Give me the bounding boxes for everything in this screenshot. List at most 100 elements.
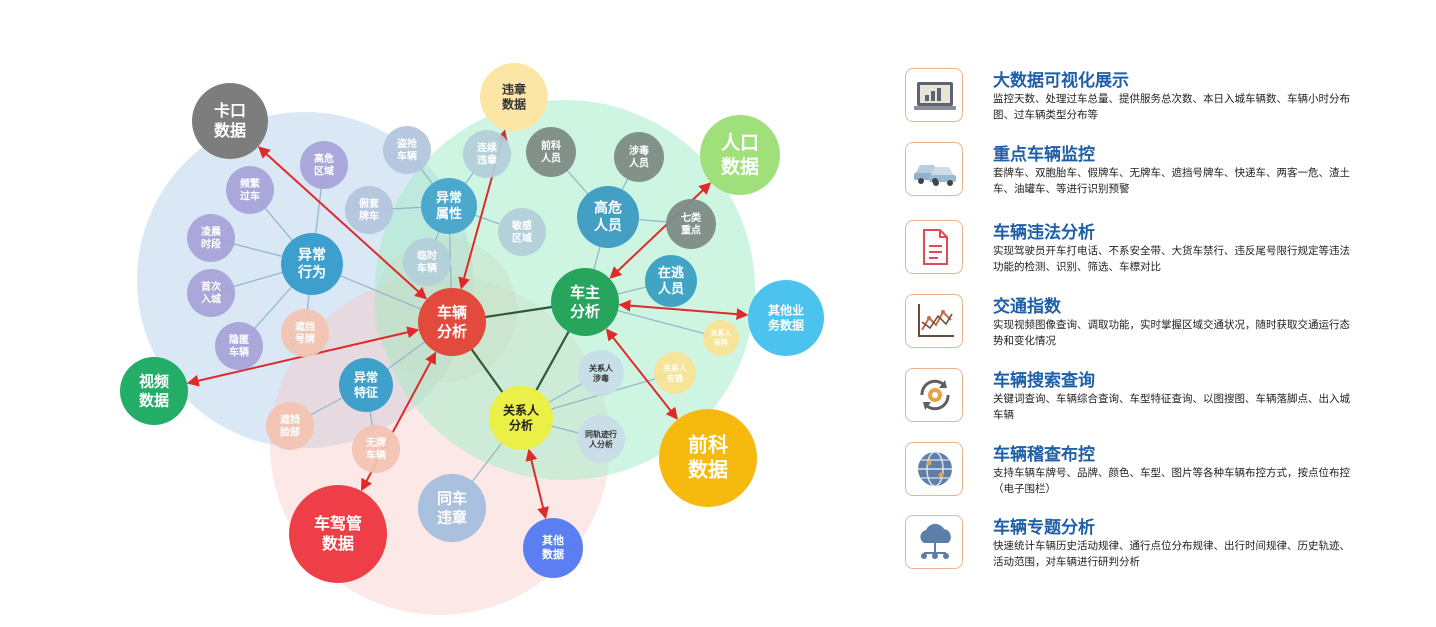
cat-abnormal-behavior-label: 异常行为 [297, 246, 326, 281]
leaf-relation-drug-circle [578, 350, 624, 396]
leaf-hidden-label: 隐匿车辆 [229, 333, 249, 359]
feature-item: 车辆专题分析快速统计车辆历史活动规律、通行点位分布规律、出行时间规律、历史轨迹、… [905, 513, 1425, 583]
hub-vehicle-label: 车辆分析 [437, 303, 467, 340]
leaf-first-entry: 首次入城 [187, 269, 235, 317]
leaf-robbery: 盗抢车辆 [383, 126, 431, 174]
feature-title: 车辆搜索查询 [993, 371, 1095, 391]
leaf-companion: 同轨迹行人分析 [577, 415, 625, 463]
leaf-seven-circle [666, 199, 716, 249]
feature-description: 快速统计车辆历史活动规律、通行点位分布规律、出行时间规律、历史轨迹、活动范围，对… [993, 540, 1350, 568]
source-other: 其他数据 [523, 518, 583, 578]
leaf-temp-plate-circle [403, 238, 451, 286]
source-population-circle [700, 115, 780, 195]
source-other-business-circle [748, 280, 824, 356]
feature-description: 关键词查询、车辆综合查询、车型特征查询、以图搜图、车辆落脚点、出入城车辆 [993, 393, 1350, 421]
leaf-seven-label: 七类重点 [681, 211, 701, 237]
leaf-temp-plate-label: 临时车辆 [417, 249, 437, 275]
feature-description: 支持车辆车牌号、品牌、颜色、车型、图片等各种车辆布控方式，按点位布控（电子围栏） [993, 467, 1350, 495]
leaf-relation-criminal-circle [703, 320, 739, 356]
arrow-checkpoint [257, 146, 428, 300]
cat-abnormal-feature-circle [339, 358, 393, 412]
cat-abnormal-attr: 异常属性 [421, 178, 477, 234]
source-other-business: 其他业务数据 [748, 280, 824, 356]
cat-high-risk-circle [577, 186, 639, 248]
feature-icon-box [905, 294, 963, 348]
source-population-label: 人口数据 [721, 132, 759, 178]
cat-abnormal-attr-label: 异常属性 [436, 189, 462, 221]
source-other-business-label: 其他业务数据 [768, 302, 804, 332]
source-checkpoint-label: 卡口数据 [214, 101, 246, 140]
hub-owner-label: 车主分析 [570, 283, 600, 320]
hub-vehicle: 车辆分析 [418, 288, 486, 356]
leaf-dawn: 凌晨时段 [187, 214, 235, 262]
feature-icon-box [905, 220, 963, 274]
leaf-companion-label: 同轨迹行人分析 [585, 429, 617, 449]
feature-item: 车辆违法分析实现驾驶员开车打电话、不系安全带、大货车禁行、违反尾号限行规定等违法… [905, 218, 1425, 288]
leaf-cover-face: 遮挡脸部 [266, 402, 314, 450]
cat-same-violation-label: 同车违章 [437, 489, 467, 526]
leaf-frequent: 频繁过车 [226, 166, 274, 214]
cat-fugitive-circle [645, 255, 697, 307]
leaf-criminal-person: 前科人员 [526, 127, 576, 177]
cat-same-violation: 同车违章 [418, 474, 486, 542]
source-criminal-circle [659, 409, 757, 507]
arrow-other [525, 448, 549, 520]
source-criminal: 前科数据 [659, 409, 757, 507]
leaf-sensitive-circle [498, 208, 546, 256]
feature-icon-box [905, 442, 963, 496]
cat-abnormal-feature-label: 异常特征 [354, 369, 378, 399]
leaf-continuous-circle [463, 130, 511, 178]
source-violation: 违章数据 [480, 63, 548, 131]
feature-title: 车辆稽查布控 [993, 445, 1095, 465]
leaf-high-risk-area-circle [300, 141, 348, 189]
leaf-fake-plate-label: 假套牌车 [359, 197, 380, 223]
hub-relation-label: 关系人分析 [503, 402, 540, 432]
leaf-high-risk-area-label: 高危区域 [314, 152, 334, 178]
feature-icon-box [905, 68, 963, 122]
source-violation-circle [480, 63, 548, 131]
arrow-other-business [618, 299, 749, 321]
feature-description: 实现视频图像查询、调取功能，实时掌握区域交通状况，随时获取交通运行态势和变化情况 [993, 319, 1350, 347]
leaf-first-entry-label: 首次入城 [201, 280, 221, 306]
leaf-dawn-circle [187, 214, 235, 262]
feature-description: 套牌车、双胞胎车、假牌车、无牌车、遮挡号牌车、快递车、两客一危、渣土车、油罐车、… [993, 167, 1350, 195]
leaf-relation-fugitive-circle [654, 352, 696, 394]
source-other-label: 其他数据 [542, 533, 564, 561]
leaf-dawn-label: 凌晨时段 [201, 225, 222, 251]
leaf-relation-criminal-label: 关系人前科 [711, 329, 733, 347]
source-video: 视频数据 [120, 357, 188, 425]
leaf-drug: 涉毒人员 [614, 132, 664, 182]
cat-high-risk: 高危人员 [577, 186, 639, 248]
leaf-relation-drug: 关系人涉毒 [578, 350, 624, 396]
leaf-relation-criminal: 关系人前科 [703, 320, 739, 356]
source-driving-mgmt-circle [289, 485, 387, 583]
feature-item: 车辆稽查布控支持车辆车牌号、品牌、颜色、车型、图片等各种车辆布控方式，按点位布控… [905, 440, 1425, 510]
cat-fugitive-label: 在逃人员 [658, 264, 685, 296]
leaf-temp-plate: 临时车辆 [403, 238, 451, 286]
feature-title: 重点车辆监控 [993, 145, 1095, 165]
source-checkpoint: 卡口数据 [192, 83, 268, 159]
feature-item: 重点车辆监控套牌车、双胞胎车、假牌车、无牌车、遮挡号牌车、快递车、两客一危、渣土… [905, 140, 1425, 210]
source-population: 人口数据 [700, 115, 780, 195]
hub-vehicle-circle [418, 288, 486, 356]
leaf-continuous: 连续违章 [463, 130, 511, 178]
leaf-relation-fugitive-label: 关系人在逃 [663, 363, 688, 383]
source-driving-mgmt-label: 车驾管数据 [314, 514, 362, 553]
leaf-no-plate-label: 无牌车辆 [365, 436, 386, 462]
hub-relation-circle [489, 386, 553, 450]
leaf-cover-plate-label: 遮挡号牌 [295, 320, 315, 346]
feature-title: 车辆专题分析 [993, 518, 1095, 538]
leaf-drug-circle [614, 132, 664, 182]
leaf-relation-fugitive: 关系人在逃 [654, 352, 696, 394]
feature-icon-box [905, 515, 963, 569]
hub-owner: 车主分析 [551, 268, 619, 336]
leaf-frequent-circle [226, 166, 274, 214]
leaf-fake-plate: 假套牌车 [345, 186, 393, 234]
leaf-seven: 七类重点 [666, 199, 716, 249]
leaf-robbery-label: 盗抢车辆 [397, 137, 418, 163]
cat-high-risk-label: 高危人员 [594, 199, 622, 234]
feature-item: 交通指数实现视频图像查询、调取功能，实时掌握区域交通状况，随时获取交通运行态势和… [905, 292, 1425, 362]
leaf-relation-drug-label: 关系人涉毒 [589, 363, 614, 383]
cat-abnormal-feature: 异常特征 [339, 358, 393, 412]
